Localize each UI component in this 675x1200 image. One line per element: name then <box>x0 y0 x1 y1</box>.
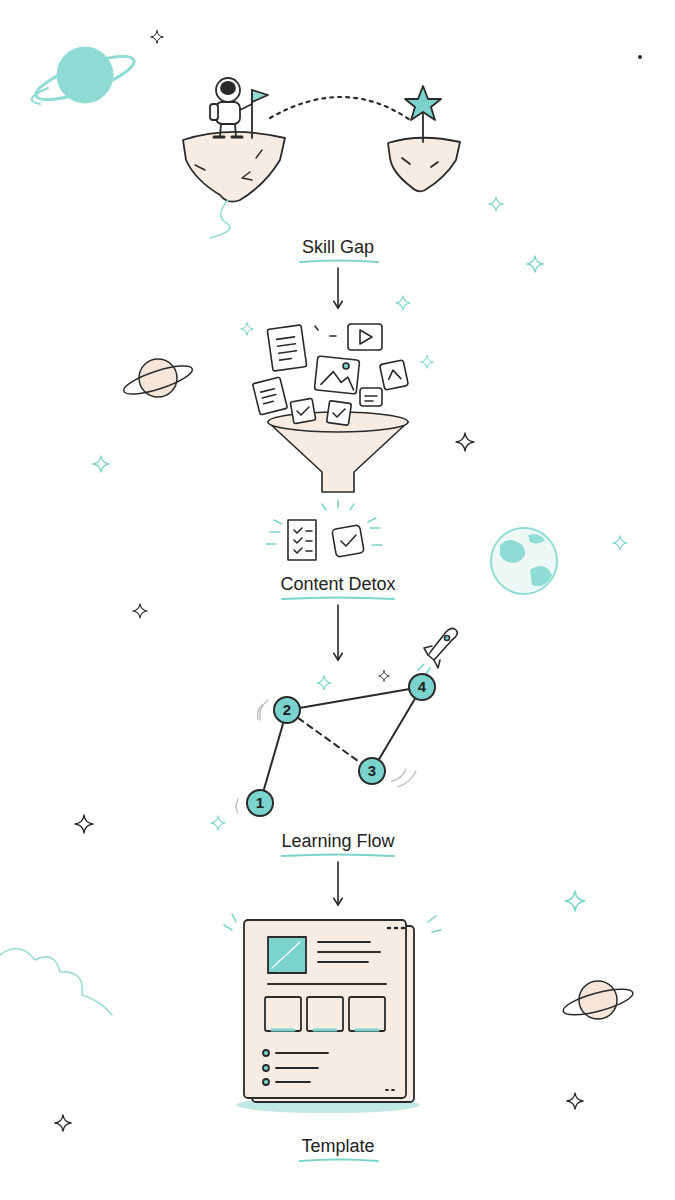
learning-flow-art <box>236 628 457 813</box>
stars <box>55 31 583 1131</box>
stage-label: Learning Flow <box>281 830 394 852</box>
stage-box: Learning Flow 1 2 3 4 <box>170 660 506 862</box>
stage-label: Skill Gap <box>302 236 374 258</box>
step-number: 3 <box>368 763 376 779</box>
step-number: 1 <box>256 795 264 811</box>
flow-arrow <box>334 268 343 308</box>
cloud <box>0 949 112 1015</box>
path-line <box>379 699 415 759</box>
step-circle: 3 <box>358 757 386 785</box>
flow-arrow <box>334 605 343 660</box>
flow-arrow <box>334 862 343 905</box>
stage-box: Template <box>170 905 506 1167</box>
planet <box>491 528 557 594</box>
planet <box>121 359 195 400</box>
stage-label: Content Detox <box>280 573 395 595</box>
stage-box: Content Detox <box>170 308 506 605</box>
content-detox-art <box>253 324 409 560</box>
path-line <box>264 723 283 789</box>
step-circle: 1 <box>246 789 274 817</box>
planet <box>561 981 635 1020</box>
path-line <box>298 718 360 763</box>
step-circle: 4 <box>408 673 436 701</box>
template-art <box>224 914 441 1113</box>
stage-label: Template <box>301 1135 374 1157</box>
step-circle: 2 <box>273 696 301 724</box>
stage-box: Skill Gap <box>170 40 506 268</box>
skill-gap-art <box>183 78 460 238</box>
path-line <box>301 689 408 707</box>
planet <box>32 47 139 108</box>
sparkles <box>93 197 627 911</box>
step-number: 2 <box>283 702 291 718</box>
step-number: 4 <box>418 679 426 695</box>
